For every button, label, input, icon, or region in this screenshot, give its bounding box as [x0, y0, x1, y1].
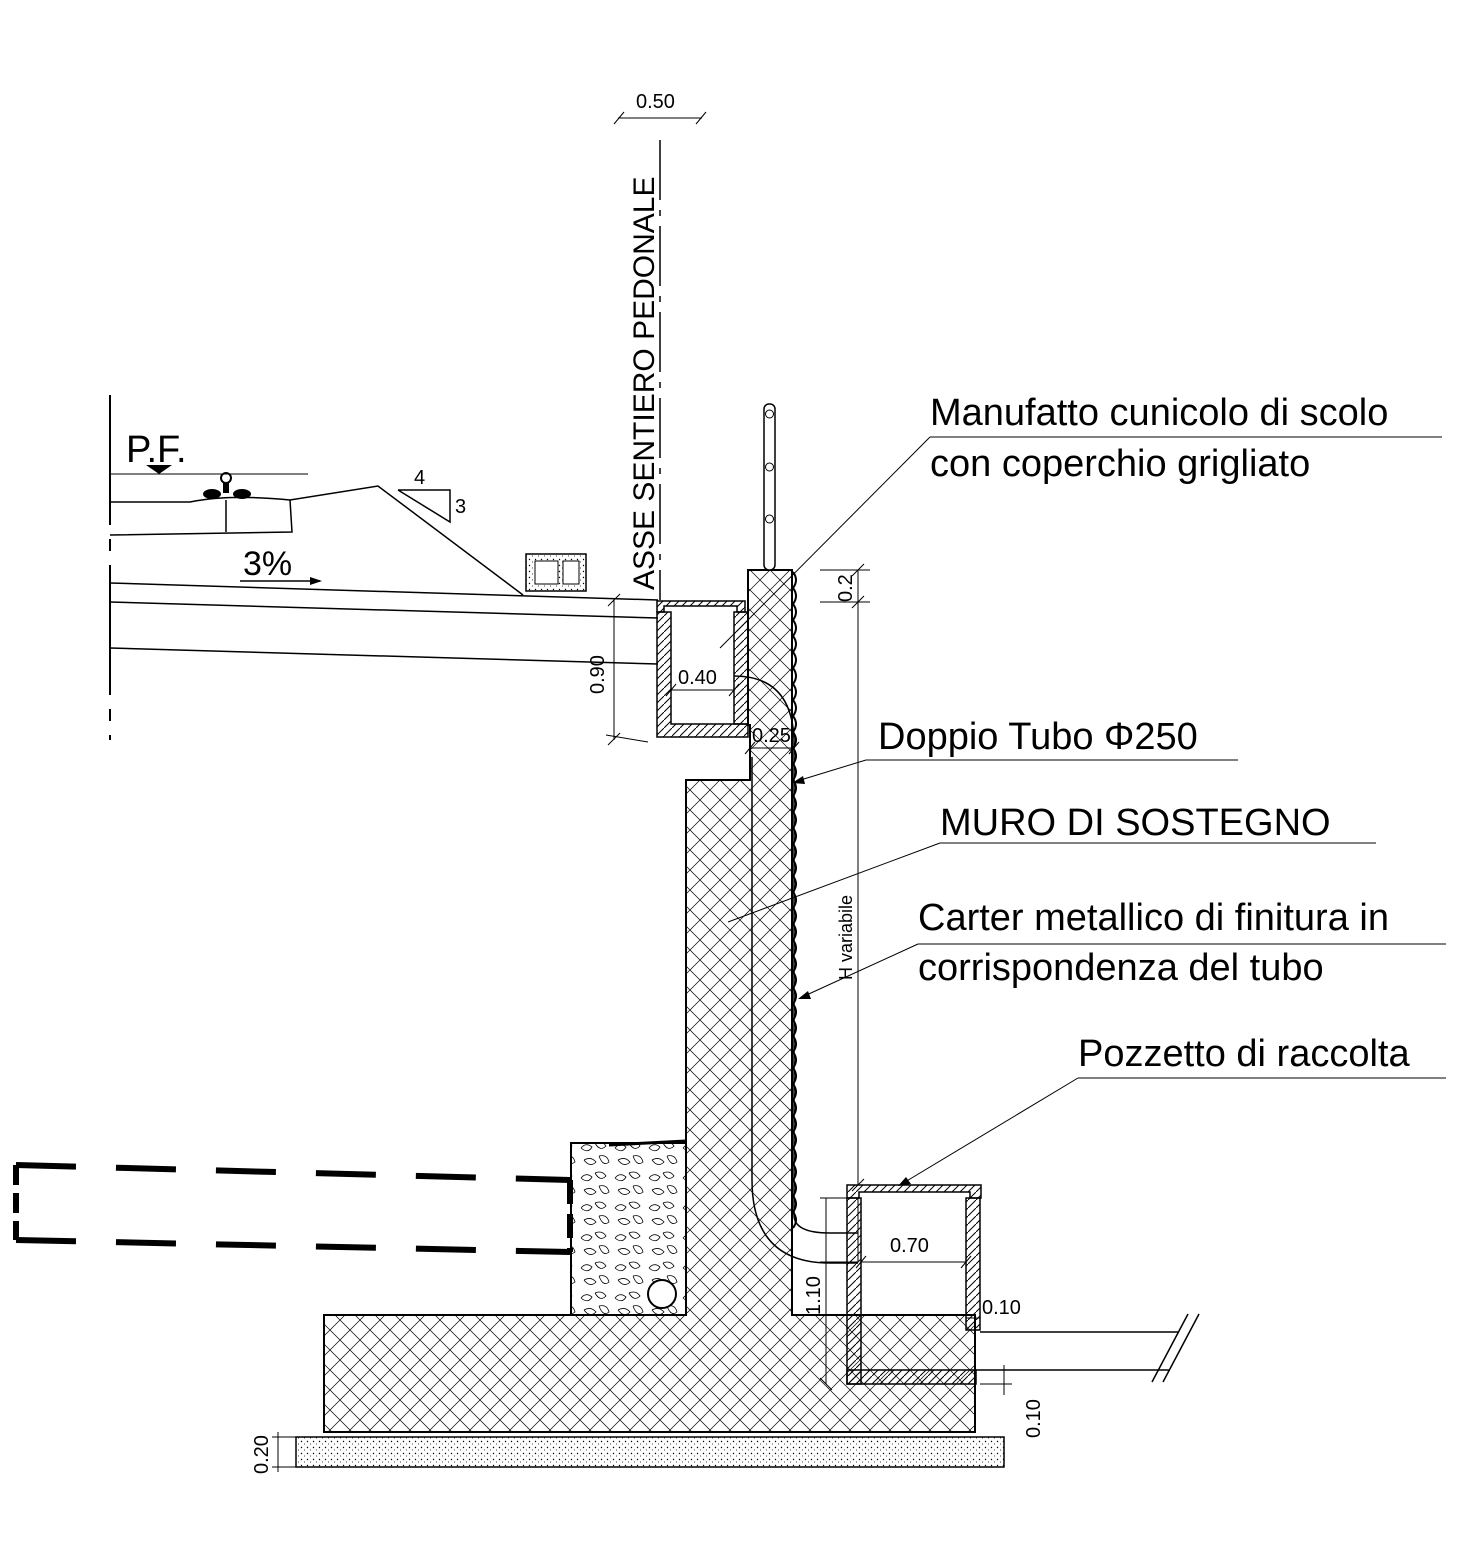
lean-concrete — [295, 1436, 1005, 1468]
dim-pozzetto-wall: 0.10 — [982, 1297, 1021, 1319]
doppio-tubo-inner — [751, 757, 858, 1264]
dim-top-width: 0.50 — [636, 91, 675, 113]
dim-pozzetto-height: 1.10 — [803, 1276, 825, 1315]
slope-run: 4 — [414, 467, 425, 489]
dim-cunicolo-width: 0.40 — [678, 667, 717, 689]
layer-line-2 — [109, 601, 659, 619]
track-ballast — [109, 499, 293, 536]
label-muro: MURO DI SOSTEGNO — [940, 802, 1331, 844]
leader-doppio-tubo — [793, 759, 867, 783]
slope-triangle — [397, 489, 451, 524]
dim-wall-thickness: 0.25 — [752, 725, 791, 747]
pozzetto-di-raccolta — [846, 1184, 982, 1385]
path-axis-label: ASSE SENTIERO PEDONALE — [628, 177, 661, 590]
doppio-tubo — [733, 675, 858, 1234]
leader-muro — [727, 842, 941, 923]
pf-label: P.F. — [126, 429, 187, 471]
label-doppio-tubo: Doppio Tubo Φ250 — [878, 716, 1198, 758]
slope-percent-label: 3% — [243, 545, 292, 583]
dim-pozzetto-base: 0.10 — [1023, 1399, 1045, 1438]
concrete-block — [525, 553, 587, 592]
cunicolo-di-scolo — [656, 600, 749, 738]
label-carter-2: corrispondenza del tubo — [918, 947, 1324, 989]
dim-cap-height: 0.2 — [835, 574, 857, 602]
pf-level-marker — [146, 465, 172, 474]
label-pozzetto: Pozzetto di raccolta — [1078, 1033, 1410, 1075]
leader-pozzetto — [899, 1077, 1079, 1186]
railing-post — [763, 403, 776, 571]
layer-line-3 — [109, 647, 659, 665]
drain-pipe-icon — [647, 1279, 677, 1309]
dim-cunicolo-height: 0.90 — [587, 655, 609, 694]
geogrid-lower — [15, 1237, 571, 1255]
leader-carter — [799, 943, 919, 999]
dim-lean-concrete: 0.20 — [251, 1435, 273, 1474]
leader-manufatto — [719, 436, 931, 649]
label-carter-1: Carter metallico di finitura in — [918, 897, 1389, 939]
dim-h-variable: H variabile — [836, 895, 856, 980]
label-manufatto-2: con coperchio grigliato — [930, 443, 1310, 485]
label-manufatto-1: Manufatto cunicolo di scolo — [930, 392, 1388, 434]
break-line-2 — [1162, 1313, 1200, 1383]
break-line-1 — [1151, 1313, 1189, 1383]
slope-arrowhead-icon — [310, 577, 322, 585]
layer-line-1 — [109, 582, 659, 601]
retaining-wall — [323, 569, 976, 1433]
rail-icon — [203, 472, 251, 499]
dim-pozzetto-width: 0.70 — [890, 1235, 929, 1257]
geogrid-upper — [15, 1162, 571, 1183]
slope-rise: 3 — [455, 496, 466, 518]
